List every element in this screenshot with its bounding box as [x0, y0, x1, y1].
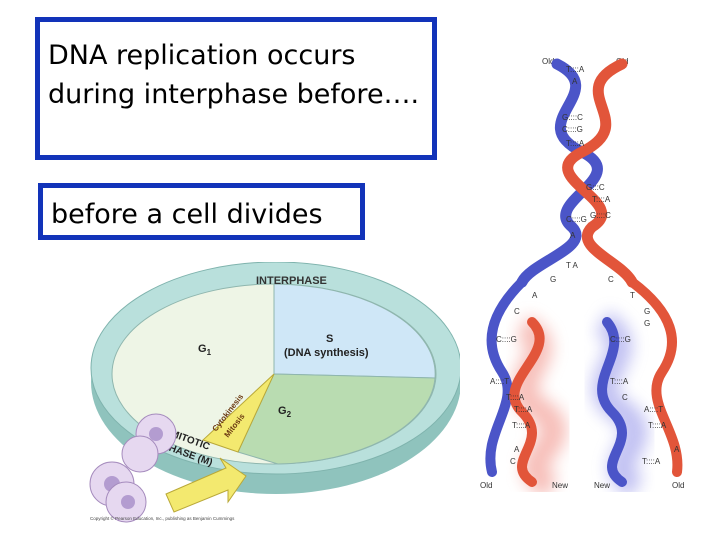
- base-pair-label: G: [644, 319, 650, 328]
- base-pair-label: C: [514, 307, 520, 316]
- base-pair-label: C::::G: [610, 335, 631, 344]
- g1-label: G1: [198, 343, 212, 357]
- base-pair-label: C: [622, 393, 628, 402]
- base-pair-label: T::::A: [506, 393, 525, 402]
- bottom-label-old-2: Old: [672, 481, 684, 490]
- bottom-label-old-1: Old: [480, 481, 492, 490]
- bottom-label-new-2: New: [594, 481, 610, 490]
- base-pairs-top: T::::A A G::::C C::::G T::::A G:::C T:::…: [562, 65, 611, 240]
- g2-sector: [237, 373, 436, 465]
- base-pair-label: A: [514, 445, 520, 454]
- dividing-cells: [89, 413, 177, 523]
- base-pair-label: A: [570, 231, 576, 240]
- base-pair-label: T A: [566, 261, 579, 270]
- base-pair-label: A: [674, 445, 680, 454]
- old-strand-blue-top: [516, 58, 603, 288]
- base-pair-label: C: [510, 457, 516, 466]
- new-strand-blue-right: [597, 317, 627, 487]
- base-pair-label: C: [608, 275, 614, 284]
- interphase-label: INTERPHASE: [256, 275, 327, 287]
- old-strand-blue-left: [485, 277, 527, 477]
- base-pair-label: T::::A: [514, 405, 533, 414]
- base-pair-label: A: [532, 291, 538, 300]
- mitosis-wedge: [202, 373, 275, 453]
- base-pair-label: T::::A: [610, 377, 629, 386]
- base-pair-label: T::::A: [566, 65, 585, 74]
- base-pair-label: G::::C: [562, 113, 583, 122]
- s-sector: [273, 283, 436, 379]
- base-pair-label: G: [644, 307, 650, 316]
- base-pair-label: T::::A: [642, 457, 661, 466]
- cell-cycle-diagram: INTERPHASE G1 S (DNA synthesis) G2 Cytok…: [89, 262, 460, 523]
- answer-box: before a cell divides: [38, 183, 365, 240]
- old-strand-red-right: [627, 277, 683, 477]
- copyright-text: Copyright © Pearson Education, Inc., pub…: [90, 515, 235, 521]
- g2-label: G2: [278, 405, 292, 419]
- base-pair-label: C::::G: [566, 215, 587, 224]
- new-strand-red-left: [509, 317, 545, 487]
- base-pair-label: G::::C: [590, 211, 611, 220]
- base-pair-label: T::::A: [566, 139, 585, 148]
- old-strand-red-top: [562, 58, 638, 288]
- base-pair-label: A: [572, 77, 578, 86]
- base-pair-label: T::::A: [592, 195, 611, 204]
- top-left-old-label: Old: [542, 57, 554, 66]
- answer-text: before a cell divides: [51, 199, 323, 230]
- base-pair-label: C::::G: [496, 335, 517, 344]
- bottom-label-new-1: New: [552, 481, 568, 490]
- question-text: DNA replication occurs during interphase…: [48, 40, 420, 110]
- base-pair-label: G: [550, 275, 556, 284]
- base-pair-label: G:::C: [586, 183, 605, 192]
- base-pairs-bottom: A::::T T::::A T::::A C T::::A A::::T T::…: [490, 377, 680, 466]
- dna-replication-diagram: Old Old T::::A A G::::C C::::G T::::A G:…: [480, 57, 684, 492]
- base-pair-label: T: [630, 291, 635, 300]
- base-pair-label: C::::G: [562, 125, 583, 134]
- base-pair-label: A::::T: [490, 377, 509, 386]
- base-pair-label: T::::A: [648, 421, 667, 430]
- question-box: DNA replication occurs during interphase…: [35, 17, 437, 160]
- s-label: S: [326, 333, 333, 345]
- s-sub-label: (DNA synthesis): [284, 347, 369, 359]
- base-pairs-mid: T A G C A T C G G C::::G C::::G: [496, 261, 650, 344]
- base-pair-label: A::::T: [644, 405, 663, 414]
- base-pair-label: T::::A: [512, 421, 531, 430]
- division-arrow: [165, 457, 247, 513]
- new-strand-glow-right: [591, 310, 648, 492]
